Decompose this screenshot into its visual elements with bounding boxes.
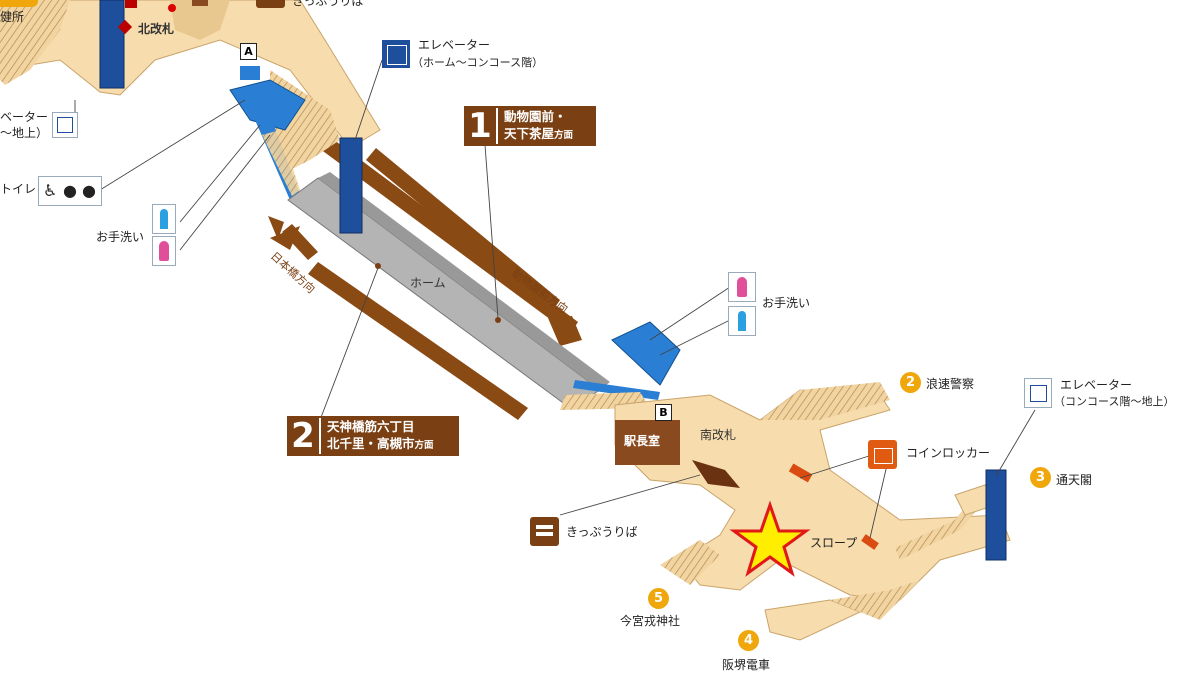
entrance-a-marker: A: [240, 43, 257, 60]
north-concourse: [0, 0, 381, 170]
north-gate-label: 北改札: [138, 22, 175, 36]
accessible-toilet-icons: ♿ ● ●: [38, 176, 102, 206]
plate-2-line1: 天神橋筋六丁目: [327, 419, 415, 434]
direction-plate-2: 2 天神橋筋六丁目 北千里・高槻市方面: [287, 416, 459, 456]
exit-5-badge: 5: [648, 588, 669, 609]
current-location-star-icon: [729, 500, 811, 577]
top-left-badge: [0, 0, 38, 7]
ticket-office-label: きっぷうりば: [566, 525, 638, 539]
entrance-b-marker: B: [655, 404, 672, 421]
plate-1-line1: 動物園前・: [504, 109, 567, 124]
exit-2-badge: 2: [900, 372, 921, 393]
washroom-right-label: お手洗い: [762, 296, 811, 310]
exit-4-badge: 4: [738, 630, 759, 651]
elevator-right-label: エレベーター: [1060, 378, 1133, 392]
elevator-left-range: ～地上）: [0, 126, 49, 140]
plate-2-number: 2: [287, 418, 321, 454]
ticket-office-top-label: きっぷうりば: [292, 0, 364, 8]
elevator-shafts: [99, 0, 1007, 561]
slope-label: スロープ: [810, 536, 858, 550]
person-icon: ●: [63, 181, 77, 200]
south-concourse: [614, 382, 1011, 641]
plate-1-suffix: 方面: [554, 130, 574, 141]
south-gate-label: 南改札: [700, 428, 737, 442]
plate-1-number: 1: [464, 108, 498, 144]
station-master-label: 駅長室: [624, 434, 661, 448]
female-toilet-icon: [728, 272, 756, 302]
exit-5-label: 今宮戎神社: [620, 614, 681, 628]
elevator-top-range: （ホーム～コンコース階）: [412, 56, 544, 69]
elevator-icon: [382, 40, 410, 68]
exit-3-badge: 3: [1030, 467, 1051, 488]
direction-arrows: [268, 128, 582, 420]
ticket-machine-icon: [530, 517, 559, 546]
direction-plate-1: 1 動物園前・ 天下茶屋方面: [464, 106, 596, 146]
south-escalator: [560, 321, 681, 410]
platform-label: ホーム: [410, 276, 446, 290]
exit-3-label: 通天閣: [1056, 473, 1093, 487]
elevator-icon: [1024, 378, 1052, 408]
plate-1-line2: 天下茶屋: [504, 126, 555, 141]
coin-locker-label: コインロッカー: [906, 446, 991, 460]
plate-2-suffix: 方面: [414, 440, 434, 451]
elevator-right-range: （コンコース階～地上）: [1054, 395, 1175, 408]
ticket-machine-icon: [256, 0, 285, 8]
male-toilet-icon: [152, 204, 176, 234]
exit-2-label: 浪速警察: [926, 377, 975, 391]
coin-locker-icon: [868, 440, 897, 469]
north-escalator: [229, 66, 306, 200]
plate-2-line2: 北千里・高槻市: [327, 436, 415, 451]
exit-4-label: 阪堺電車: [722, 658, 771, 672]
baby-icon: ●: [82, 181, 96, 200]
wheelchair-icon: ♿: [43, 181, 58, 200]
elevator-left-label: ベーター: [0, 110, 49, 124]
toilet-left-label: トイレ: [0, 182, 37, 196]
elevator-top-label: エレベーター: [418, 38, 491, 52]
top-left-label: 健所: [0, 10, 25, 24]
washroom-left-label: お手洗い: [96, 230, 145, 244]
elevator-icon: [52, 112, 78, 138]
female-toilet-icon: [152, 236, 176, 266]
male-toilet-icon: [728, 306, 756, 336]
